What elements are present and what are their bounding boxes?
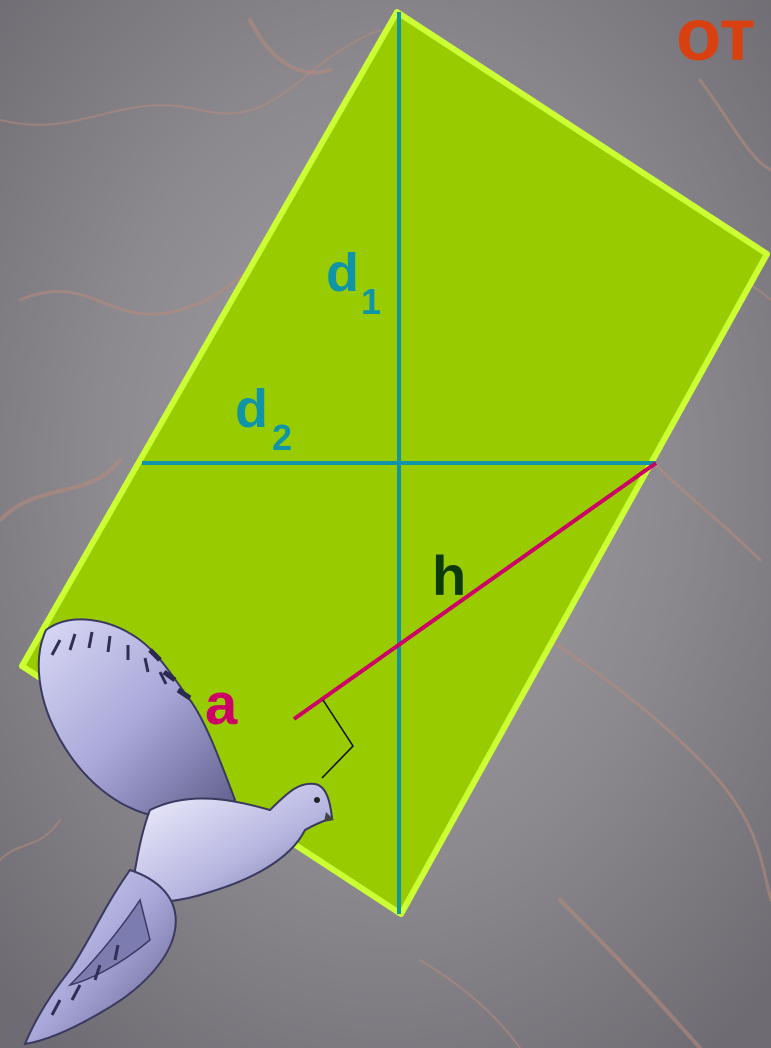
marble-vein [0, 29, 381, 126]
marble-vein [558, 898, 702, 1048]
marble-vein [698, 78, 771, 172]
slide-heading: от [676, 0, 756, 76]
marble-vein [0, 819, 61, 861]
marble-vein [248, 18, 332, 75]
marble-vein [0, 458, 122, 522]
marble-vein [518, 618, 771, 902]
right-angle-mark [321, 699, 355, 779]
label-a: a [205, 672, 238, 737]
label-d1: d 1 [326, 243, 381, 322]
height-h-line [292, 461, 658, 721]
dove-image [23, 618, 334, 1046]
label-h: h [432, 544, 466, 607]
marble-vein [419, 959, 521, 1048]
label-d2: d 2 [235, 379, 292, 458]
